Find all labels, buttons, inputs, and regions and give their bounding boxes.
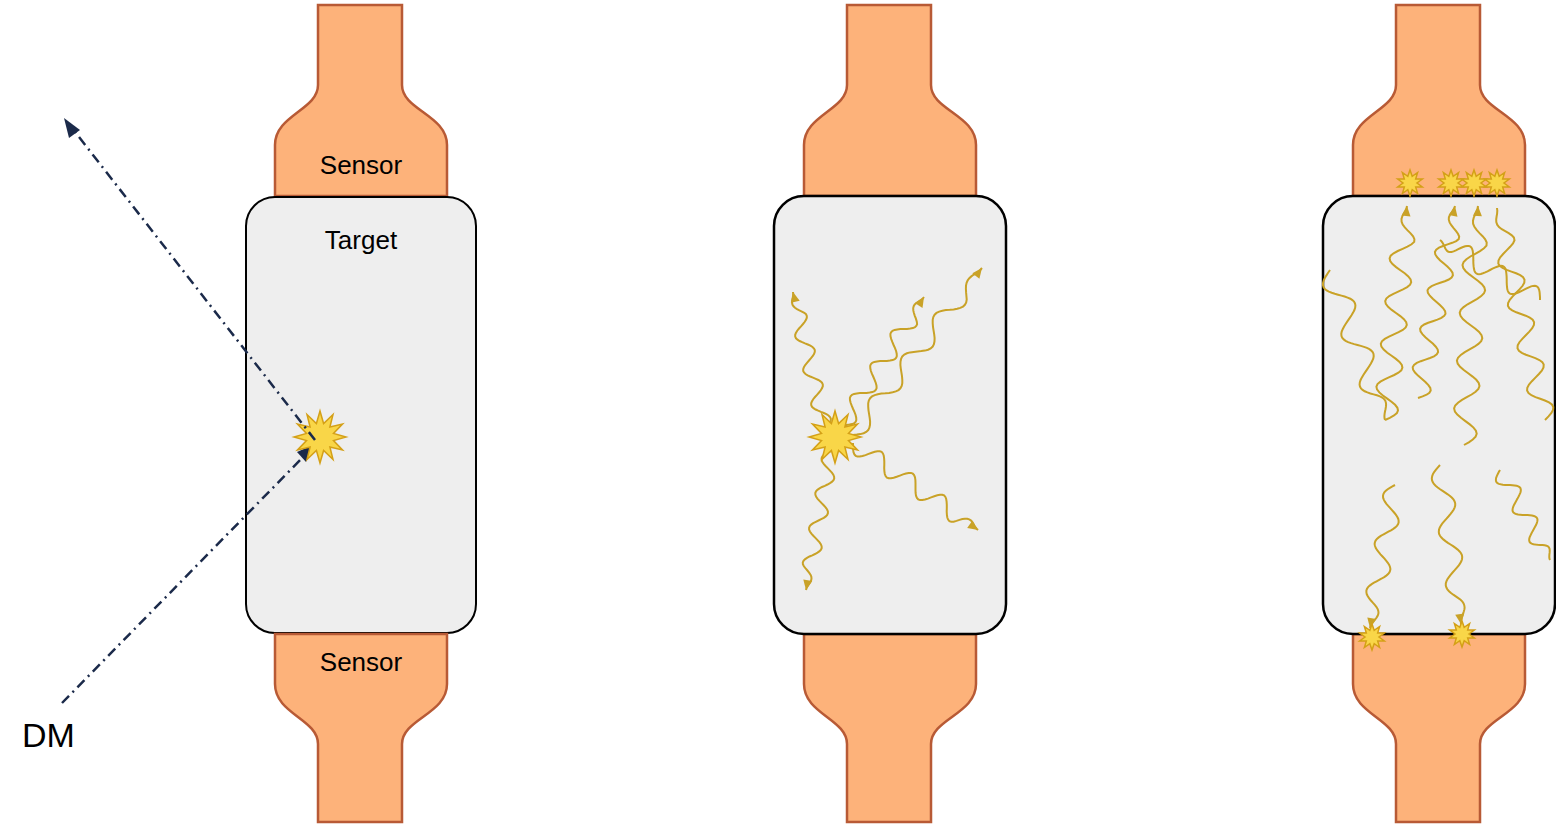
sensor-label: Sensor (275, 151, 447, 181)
phonon-wave (1432, 465, 1465, 624)
phonon-wave (1366, 485, 1398, 628)
burst (1398, 170, 1423, 196)
arrow-head (1473, 206, 1482, 216)
phonon-wave (1323, 270, 1386, 420)
arrow-head (1402, 206, 1411, 216)
arrow-head (791, 292, 800, 303)
phonon-wave (843, 297, 924, 425)
arrow-head (803, 579, 812, 590)
phonon-wave (1454, 206, 1487, 445)
burst (1360, 624, 1385, 650)
burst (1462, 170, 1487, 196)
phonon-waves (791, 206, 1553, 628)
phonon-wave (803, 451, 834, 590)
sensor: Sensor (275, 634, 447, 822)
phonon-wave (792, 292, 831, 429)
burst (809, 411, 861, 463)
arrow-head (64, 118, 80, 138)
detector-panel-3 (1323, 5, 1555, 822)
dm-track-out (72, 128, 315, 440)
phonon-wave (853, 268, 982, 435)
energy-bursts (809, 170, 1509, 650)
target-label: Target (247, 226, 475, 256)
phonon-wave (1496, 208, 1553, 420)
dm-track-in (62, 452, 308, 703)
phonon-wave (1376, 206, 1414, 420)
detector-panel-2 (774, 5, 1006, 822)
burst (1450, 621, 1475, 647)
phonon-wave (1413, 206, 1460, 398)
sensor-label: Sensor (275, 648, 447, 678)
burst (1485, 170, 1510, 196)
phonon-wave (853, 443, 978, 530)
arrow-head (1449, 206, 1458, 217)
arrow-head (967, 521, 978, 530)
burst (294, 411, 346, 463)
dm-label: DM (22, 716, 75, 755)
arrow-head (297, 444, 315, 462)
arrow-head (915, 297, 924, 308)
phonon-wave (1496, 470, 1550, 560)
phonon-wave (1440, 240, 1540, 300)
burst (1439, 170, 1464, 196)
arrow-head (972, 268, 982, 279)
recoil-burst (294, 411, 346, 463)
sensor: Sensor (275, 5, 447, 196)
target-block: Target (245, 196, 477, 634)
